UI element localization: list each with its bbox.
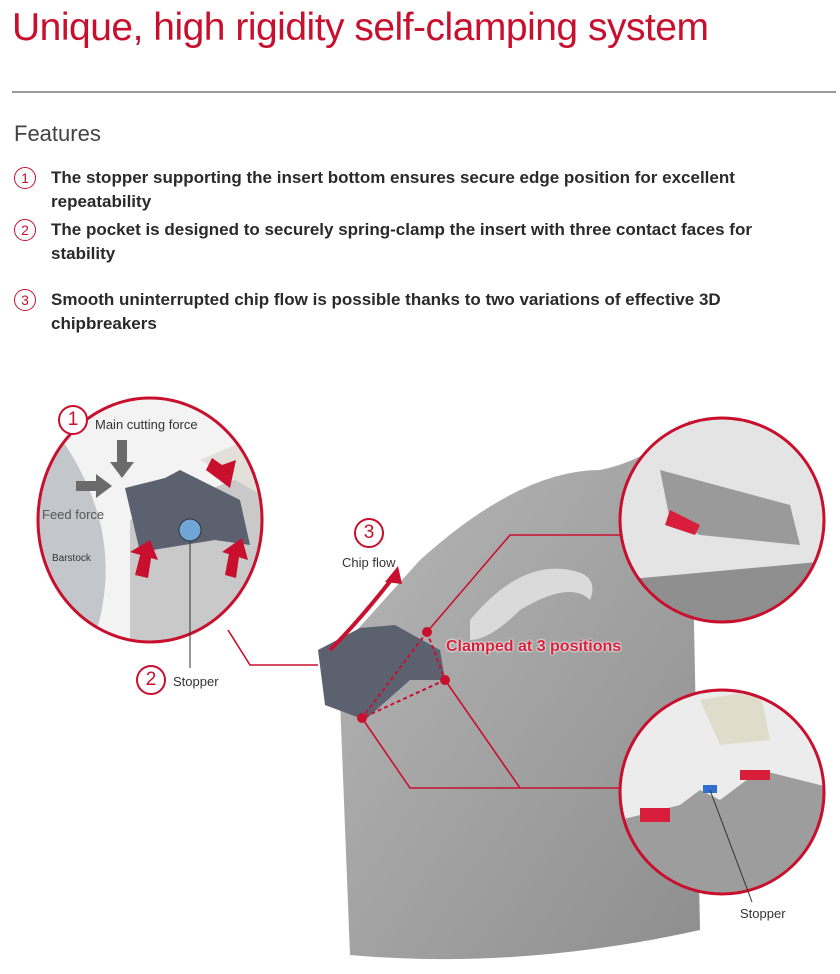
stopper-label: Stopper: [173, 674, 219, 689]
magnifier-bottom-right: [618, 688, 826, 896]
blade: [330, 420, 700, 960]
page-title: Unique, high rigidity self-clamping syst…: [12, 6, 709, 49]
clamped-label: Clamped at 3 positions: [446, 638, 622, 655]
magnifier-left: [36, 396, 264, 644]
badge-3: 3: [354, 518, 384, 548]
badge-2: 2: [136, 665, 166, 695]
divider: [12, 91, 836, 93]
main-cutting-force-label: Main cutting force: [95, 417, 198, 432]
feature-text: Smooth uninterrupted chip flow is possib…: [51, 290, 721, 333]
spring-slot: [470, 568, 593, 640]
feed-force-label: Feed force: [42, 507, 105, 522]
feature-number: 1: [14, 167, 36, 189]
feature-item: 1 The stopper supporting the insert bott…: [14, 166, 814, 214]
feature-number: 3: [14, 289, 36, 311]
feature-text: The stopper supporting the insert bottom…: [51, 168, 735, 211]
section-heading: Features: [14, 121, 101, 146]
feature-text: The pocket is designed to securely sprin…: [51, 220, 752, 263]
magnifier-top-right: [618, 416, 826, 624]
badge-1: 1: [58, 405, 88, 435]
feature-item: 2 The pocket is designed to securely spr…: [14, 218, 814, 266]
feature-number: 2: [14, 219, 36, 241]
feature-item: 3 Smooth uninterrupted chip flow is poss…: [14, 288, 814, 336]
barstock-label: Barstock: [52, 553, 91, 564]
clamping-illustration: [36, 396, 826, 960]
chip-flow-arrow: [328, 573, 397, 652]
chip-flow-label: Chip flow: [342, 555, 396, 570]
stopper-label-right: Stopper: [740, 906, 786, 921]
